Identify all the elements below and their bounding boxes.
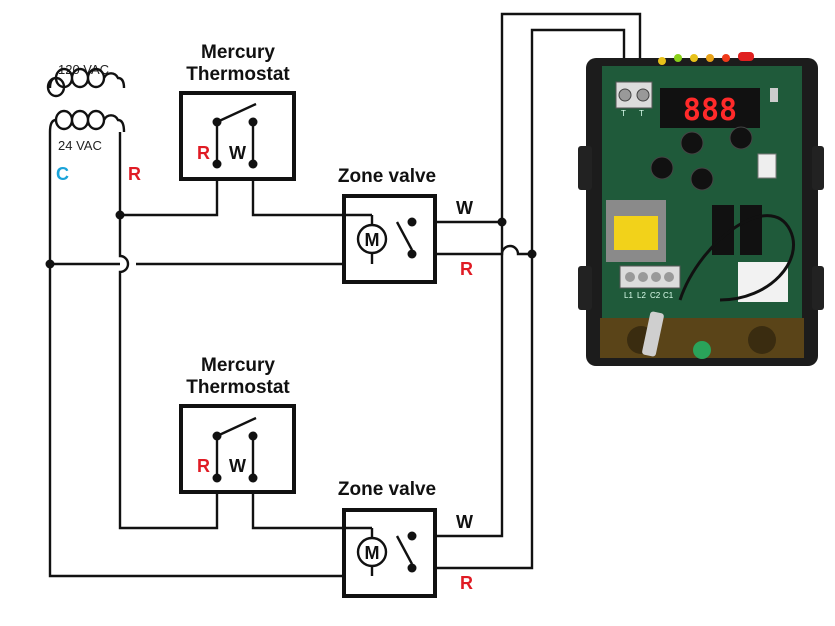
terminal-w xyxy=(248,473,258,483)
end-switch-terminal xyxy=(407,531,417,541)
led-display xyxy=(660,88,760,128)
secondary-coil xyxy=(48,109,126,133)
thermostat-1-terminal-w: W xyxy=(229,143,246,163)
motor-icon xyxy=(356,223,388,255)
transformer: 120 VAC 24 VAC xyxy=(46,62,126,153)
end-switch xyxy=(395,535,414,565)
r-wire xyxy=(118,132,219,530)
switch-contact xyxy=(212,117,222,127)
boiler-controller: T T 888 L1 L2 C2 C1 xyxy=(578,52,824,366)
knob xyxy=(690,167,714,191)
mercury-switch xyxy=(216,102,257,124)
end-switch-terminal xyxy=(407,563,417,573)
sensor-cable xyxy=(678,214,795,302)
zone-valve-2-title: Zone valve xyxy=(338,479,436,500)
thermostat-2-terminal-r: R xyxy=(197,456,210,476)
thermostat-1-title-line2: Thermostat xyxy=(186,64,290,85)
thermostat-2-title-line1: Mercury xyxy=(201,355,275,376)
case-latch xyxy=(578,266,592,310)
thermostat-2-terminal-w: W xyxy=(229,456,246,476)
zone-valve-2: Zone valve M W R xyxy=(338,479,473,598)
junction xyxy=(115,210,125,220)
terminal-label: L1 xyxy=(624,291,633,300)
switch-contact xyxy=(248,117,258,127)
junction-dots xyxy=(45,210,537,269)
knob xyxy=(680,131,704,155)
zone-valve-2-terminal-w: W xyxy=(456,512,473,532)
junction xyxy=(45,259,55,269)
mercury-switch xyxy=(216,416,257,438)
terminal-label: C1 xyxy=(663,291,674,300)
status-leds xyxy=(658,52,754,65)
case-latch xyxy=(812,146,824,190)
zone-valve-2-motor: M xyxy=(365,543,380,563)
knob xyxy=(729,126,753,150)
junction xyxy=(527,249,537,259)
thermostat-2-box xyxy=(179,404,296,494)
w-to-valve-2 xyxy=(251,478,345,530)
motor-icon xyxy=(356,536,388,568)
end-switch xyxy=(395,221,414,251)
terminal-label: T xyxy=(639,109,644,118)
led-display-digits: 888 xyxy=(683,93,737,128)
thermostat-1-terminal-r: R xyxy=(197,143,210,163)
terminal-label: T xyxy=(621,109,626,118)
case-latch xyxy=(812,266,824,310)
case-latch xyxy=(578,146,592,190)
wire-label-c: C xyxy=(56,164,69,184)
thermostat-2-title-line2: Thermostat xyxy=(186,377,290,398)
end-switch-terminal xyxy=(407,249,417,259)
primary-coil xyxy=(46,67,126,98)
end-switch-terminal xyxy=(407,217,417,227)
zone-valve-2-terminal-r: R xyxy=(460,573,473,593)
thermostat-1: Mercury Thermostat R W xyxy=(179,42,296,181)
wire-label-r: R xyxy=(128,164,141,184)
zone-valve-1-terminal-r: R xyxy=(460,259,473,279)
ground-screw xyxy=(693,341,711,359)
thermostat-1-box xyxy=(179,91,296,181)
terminal-r xyxy=(212,473,222,483)
wires xyxy=(48,12,642,578)
knob xyxy=(650,156,674,180)
line-terminal-block xyxy=(619,265,681,289)
junction xyxy=(497,217,507,227)
terminal-label: L2 xyxy=(637,291,646,300)
zone-valve-1-title: Zone valve xyxy=(338,166,436,187)
relay xyxy=(740,205,762,255)
zone-valve-1: Zone valve M W R xyxy=(338,166,473,284)
transformer-secondary-label: 24 VAC xyxy=(58,138,102,153)
switch-contact xyxy=(212,431,222,441)
switch-contact xyxy=(248,431,258,441)
thermostat-1-title-line1: Mercury xyxy=(201,42,275,63)
valve-2-end-switch-r xyxy=(412,28,626,570)
valve-2-end-switch-w xyxy=(412,12,642,538)
c-wire xyxy=(48,132,412,578)
terminal-label: C2 xyxy=(650,291,661,300)
zone-valve-1-motor: M xyxy=(365,230,380,250)
thermostat-2: Mercury Thermostat R W xyxy=(179,355,296,494)
terminal-w xyxy=(248,159,258,169)
temperature-sensor xyxy=(642,311,664,357)
board-transformer xyxy=(614,216,658,250)
zone-valve-1-terminal-w: W xyxy=(456,198,473,218)
terminal-r xyxy=(212,159,222,169)
